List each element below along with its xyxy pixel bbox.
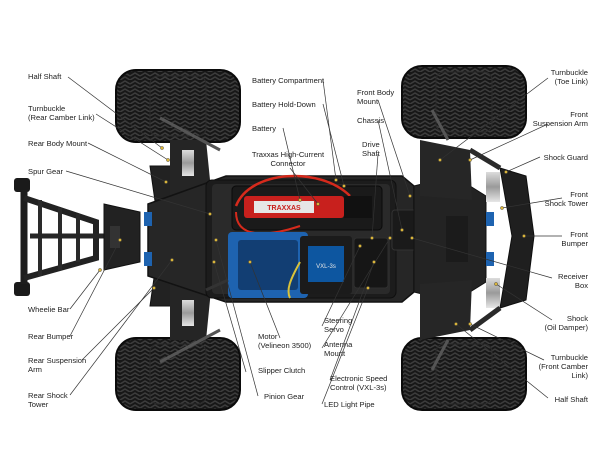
label-front-suspension-arm: Front Suspension Arm — [533, 110, 588, 128]
label-chassis: Chassis — [357, 116, 384, 125]
label-shock-guard-line: Shock Guard — [543, 153, 588, 162]
label-front-bumper-line2: Bumper — [561, 239, 588, 248]
label-rear-body-mount-line: Rear Body Mount — [28, 139, 88, 148]
label-rear-shock-tower: Rear Shock Tower — [28, 391, 68, 409]
label-esc-line1: Electronic Speed — [330, 374, 388, 383]
tire-front-top — [401, 65, 527, 139]
battery-pack: TRAXXAS — [231, 174, 383, 235]
label-pinion-gear: Pinion Gear — [264, 392, 304, 401]
rear-suspension — [159, 116, 221, 364]
label-shock-line2: (Oil Damper) — [544, 323, 588, 332]
label-battery-line: Battery — [252, 124, 277, 133]
label-motor-line1: Motor — [258, 332, 278, 341]
label-half-shaft-front: Half Shaft — [555, 395, 588, 404]
label-front-shock-tower-line1: Front — [570, 190, 588, 199]
battery-brand: TRAXXAS — [267, 205, 301, 212]
label-drive-shaft: Drive Shaft — [362, 140, 380, 158]
label-battery-hold-down: Battery Hold-Down — [252, 100, 316, 109]
label-esc-line2: Control (VXL-3s) — [330, 383, 387, 392]
label-shock-guard: Shock Guard — [544, 153, 588, 162]
leader-lines — [65, 76, 563, 405]
label-wheelie-bar-line: Wheelie Bar — [28, 305, 70, 314]
tire-rear-bottom — [115, 337, 241, 411]
blue-accents — [144, 212, 494, 266]
label-rear-shock-tower-line2: Tower — [28, 400, 49, 409]
label-slipper-clutch-line: Slipper Clutch — [258, 366, 306, 375]
label-front-bumper: Front Bumper — [561, 230, 588, 248]
label-spur-gear: Spur Gear — [28, 167, 63, 176]
label-turnbuckle-front: Turnbuckle (Front Camber Link) — [539, 353, 588, 380]
label-turnbuckle-toe-line2: (Toe Link) — [554, 77, 588, 86]
label-antenna-mount-line1: Antenna — [324, 340, 353, 349]
label-turnbuckle-front-line2: (Front Camber — [538, 362, 588, 371]
label-front-shock-tower-line2: Shock Tower — [544, 199, 588, 208]
label-front-bumper-line1: Front — [570, 230, 588, 239]
label-battery: Battery — [252, 124, 276, 133]
label-steering-servo: Steering Servo — [324, 316, 352, 334]
label-turnbuckle-rear-line1: Turnbuckle — [28, 104, 66, 113]
label-rear-suspension-arm-line2: Arm — [28, 365, 42, 374]
label-drive-shaft-line2: Shaft — [362, 149, 380, 158]
label-motor: Motor (Velineon 3500) — [258, 332, 311, 350]
servo-receiver — [353, 209, 417, 289]
label-rear-bumper-line: Rear Bumper — [28, 332, 74, 341]
front-suspension — [420, 109, 500, 371]
label-front-body-mount-line1: Front Body — [357, 88, 395, 97]
label-half-shaft-front-line: Half Shaft — [554, 395, 588, 404]
label-front-shock-tower: Front Shock Tower — [545, 190, 588, 208]
label-drive-shaft-line1: Drive — [362, 140, 380, 149]
label-receiver-box-line2: Box — [574, 281, 588, 290]
label-rear-shock-tower-line1: Rear Shock — [28, 391, 68, 400]
label-turnbuckle-toe: Turnbuckle (Toe Link) — [551, 68, 588, 86]
label-battery-compartment: Battery Compartment — [252, 76, 324, 85]
label-front-suspension-arm-line2: Suspension Arm — [532, 119, 588, 128]
label-rear-bumper: Rear Bumper — [28, 332, 73, 341]
label-receiver-box: Receiver Box — [558, 272, 588, 290]
label-turnbuckle-toe-line1: Turnbuckle — [550, 68, 588, 77]
label-wheelie-bar: Wheelie Bar — [28, 305, 69, 314]
label-spur-gear-line: Spur Gear — [28, 167, 64, 176]
label-receiver-box-line1: Receiver — [558, 272, 588, 281]
label-battery-compartment-line: Battery Compartment — [252, 76, 325, 85]
label-shock: Shock (Oil Damper) — [545, 314, 588, 332]
label-turnbuckle-rear: Turnbuckle (Rear Camber Link) — [28, 104, 95, 122]
label-high-current-connector-line2: Connector — [270, 159, 306, 168]
label-motor-line2: (Velineon 3500) — [258, 341, 312, 350]
label-front-suspension-arm-line1: Front — [570, 110, 588, 119]
label-turnbuckle-front-line1: Turnbuckle — [550, 353, 588, 362]
label-high-current-connector: Traxxas High-Current Connector — [238, 150, 338, 168]
tire-rear-top — [115, 69, 241, 143]
label-antenna-mount-line2: Mount — [324, 349, 346, 358]
label-steering-servo-line1: Steering — [324, 316, 353, 325]
label-shock-line1: Shock — [566, 314, 588, 323]
connection-dots — [98, 146, 526, 326]
label-steering-servo-line2: Servo — [324, 325, 344, 334]
label-battery-hold-down-line: Battery Hold-Down — [252, 100, 316, 109]
esc-text: VXL-3s — [316, 264, 336, 270]
label-front-body-mount-line2: Mount — [357, 97, 379, 106]
label-pinion-gear-line: Pinion Gear — [264, 392, 305, 401]
label-esc: Electronic Speed Control (VXL-3s) — [330, 374, 387, 392]
label-rear-body-mount: Rear Body Mount — [28, 139, 87, 148]
label-half-shaft-rear-line: Half Shaft — [28, 72, 62, 81]
label-rear-suspension-arm-line1: Rear Suspension — [28, 356, 87, 365]
label-led-light-pipe: LED Light Pipe — [324, 400, 375, 409]
label-chassis-line: Chassis — [357, 116, 385, 125]
label-slipper-clutch: Slipper Clutch — [258, 366, 305, 375]
label-turnbuckle-rear-line2: (Rear Camber Link) — [28, 113, 95, 122]
label-antenna-mount: Antenna Mount — [324, 340, 352, 358]
label-rear-suspension-arm: Rear Suspension Arm — [28, 356, 86, 374]
label-high-current-connector-line1: Traxxas High-Current — [251, 150, 325, 159]
label-front-body-mount: Front Body Mount — [357, 88, 394, 106]
label-turnbuckle-front-line3: Link) — [571, 371, 588, 380]
electronics-tray: VXL-3s — [205, 232, 352, 299]
tire-front-bottom — [401, 337, 527, 411]
label-led-light-pipe-line: LED Light Pipe — [324, 400, 375, 409]
label-half-shaft-rear: Half Shaft — [28, 72, 61, 81]
